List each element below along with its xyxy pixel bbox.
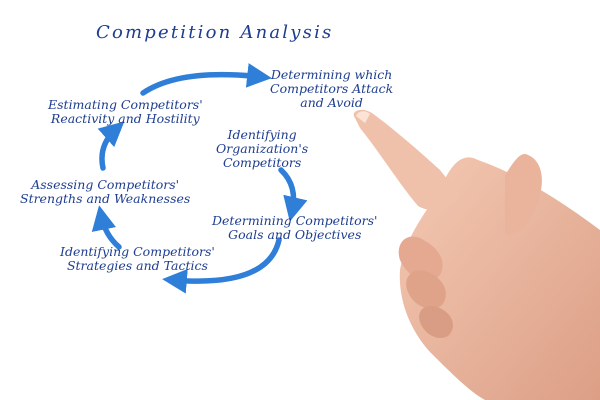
pointing-hand-image xyxy=(353,109,600,400)
node-line: Assessing Competitors' xyxy=(31,177,180,192)
node-line: Determining Competitors' xyxy=(212,213,378,228)
node-line: Estimating Competitors' xyxy=(48,97,203,112)
node-line: Competitors xyxy=(222,155,302,170)
node-goals-and-objectives: Determining Competitors' Goals and Objec… xyxy=(212,214,377,242)
node-line: Determining which xyxy=(270,67,393,82)
arrow-assessing-to-estimating xyxy=(97,121,125,171)
node-line: Strengths and Weaknesses xyxy=(20,191,191,206)
node-line: Competitors Attack xyxy=(270,81,394,96)
node-line: and Avoid xyxy=(300,95,363,110)
arrow-identifying-org-to-goals xyxy=(278,167,308,222)
node-line: Identifying Competitors' xyxy=(60,244,215,259)
arrow-estimating-to-determining-which xyxy=(140,63,272,96)
cycle-arrows xyxy=(91,63,308,294)
diagram-title: Competition Analysis xyxy=(96,22,334,43)
node-line: Organization's xyxy=(216,141,309,156)
node-line: Reactivity and Hostility xyxy=(50,111,200,126)
node-line: Strategies and Tactics xyxy=(66,258,208,273)
arrow-strategies-to-assessing xyxy=(91,205,122,250)
node-identifying-organizations-competitors: Identifying Organization's Competitors xyxy=(216,128,308,170)
arrow-goals-to-strategies xyxy=(162,237,282,294)
node-strengths-and-weaknesses: Assessing Competitors' Strengths and Wea… xyxy=(20,178,190,206)
node-line: Goals and Objectives xyxy=(228,227,362,242)
node-reactivity-and-hostility: Estimating Competitors' Reactivity and H… xyxy=(48,98,203,126)
node-determining-which-competitors: Determining which Competitors Attack and… xyxy=(270,68,393,110)
node-strategies-and-tactics: Identifying Competitors' Strategies and … xyxy=(60,245,215,273)
node-line: Identifying xyxy=(227,127,297,142)
